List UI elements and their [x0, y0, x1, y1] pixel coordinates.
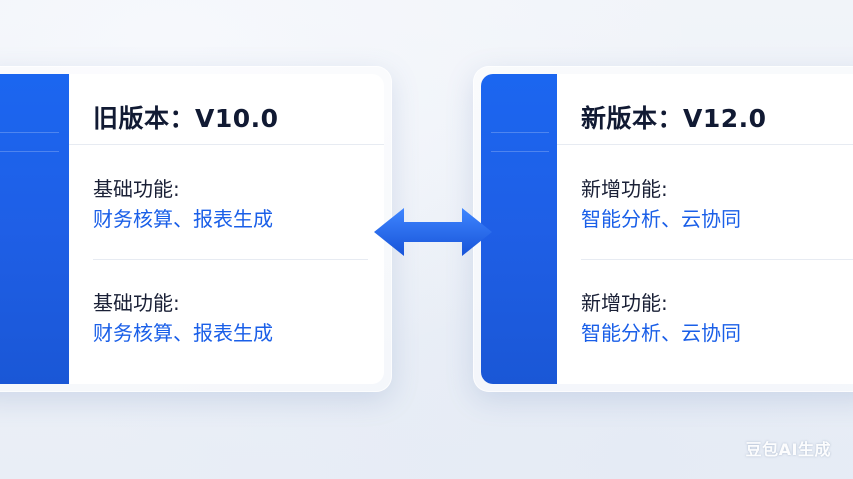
- section-value: 智能分析、云协同: [581, 207, 741, 231]
- new-version-content: 新版本：V12.0 新增功能: 智能分析、云协同 新增功能: 智能分析、云协同: [557, 74, 853, 384]
- old-version-accent-panel: [0, 74, 69, 384]
- accent-line: [0, 151, 59, 152]
- section-divider: [93, 259, 368, 260]
- old-version-card: 旧版本：V10.0 基础功能: 财务核算、报表生成 基础功能: 财务核算、报表生…: [0, 66, 392, 392]
- section-divider: [581, 259, 853, 260]
- section-label: 基础功能:: [93, 291, 180, 315]
- old-version-section-1: 基础功能: 财务核算、报表生成: [93, 174, 273, 234]
- new-version-accent-panel: [481, 74, 557, 384]
- old-version-section-2: 基础功能: 财务核算、报表生成: [93, 288, 273, 348]
- section-label: 新增功能:: [581, 177, 668, 201]
- new-version-title: 新版本：V12.0: [581, 104, 767, 133]
- double-arrow-icon: [374, 208, 492, 256]
- old-version-card-inner: 旧版本：V10.0 基础功能: 财务核算、报表生成 基础功能: 财务核算、报表生…: [0, 74, 384, 384]
- watermark-label: 豆包AI生成: [745, 440, 831, 459]
- section-label: 基础功能:: [93, 177, 180, 201]
- title-divider: [69, 144, 384, 145]
- new-version-section-1: 新增功能: 智能分析、云协同: [581, 174, 741, 234]
- accent-line: [0, 132, 59, 133]
- accent-line: [491, 151, 549, 152]
- accent-line: [491, 132, 549, 133]
- old-version-content: 旧版本：V10.0 基础功能: 财务核算、报表生成 基础功能: 财务核算、报表生…: [69, 74, 384, 384]
- section-value: 财务核算、报表生成: [93, 207, 273, 231]
- section-value: 财务核算、报表生成: [93, 321, 273, 345]
- new-version-section-2: 新增功能: 智能分析、云协同: [581, 288, 741, 348]
- section-label: 新增功能:: [581, 291, 668, 315]
- new-version-card: 新版本：V12.0 新增功能: 智能分析、云协同 新增功能: 智能分析、云协同: [473, 66, 853, 392]
- title-divider: [557, 144, 853, 145]
- old-version-title: 旧版本：V10.0: [93, 104, 279, 133]
- new-version-card-inner: 新版本：V12.0 新增功能: 智能分析、云协同 新增功能: 智能分析、云协同: [481, 74, 853, 384]
- section-value: 智能分析、云协同: [581, 321, 741, 345]
